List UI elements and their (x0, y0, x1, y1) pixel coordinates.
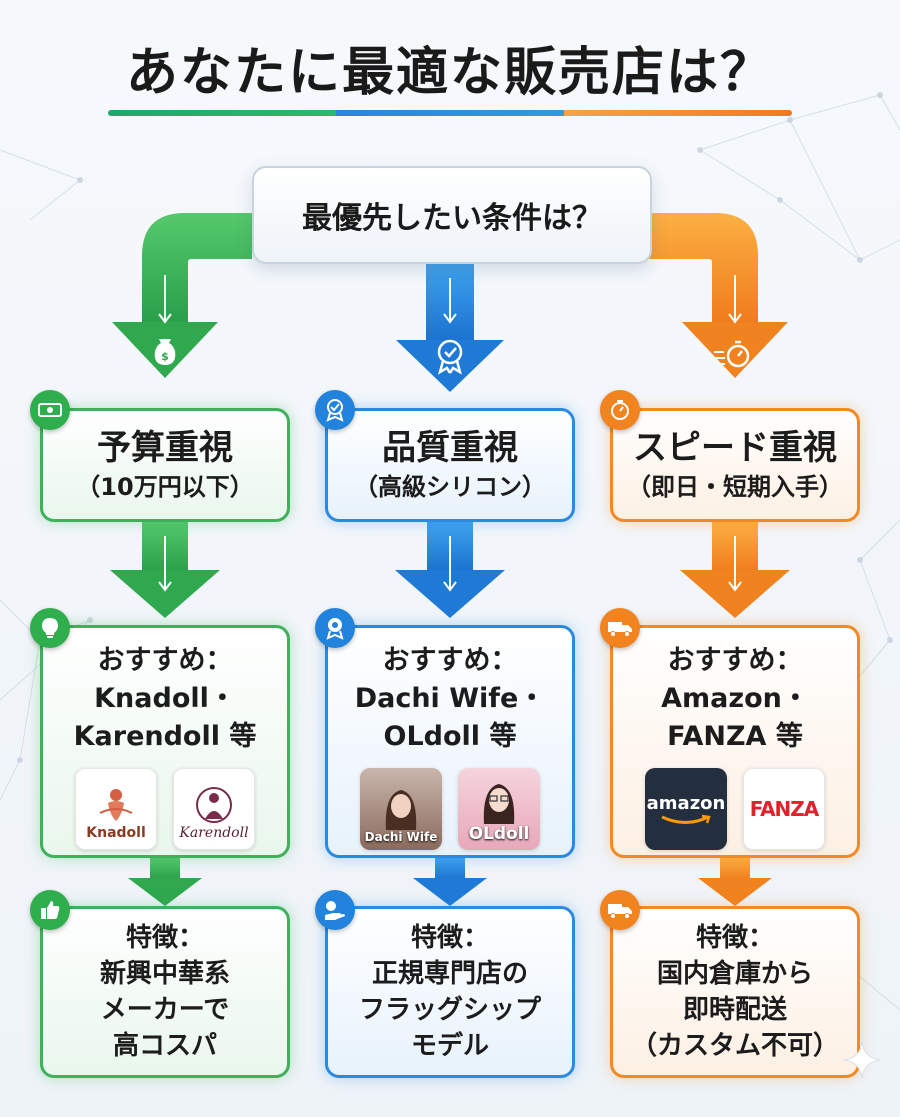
stopwatch-speed-icon (714, 340, 750, 368)
recommendation-label: おすすめ： (667, 645, 803, 676)
delivery-truck-icon (600, 608, 640, 648)
award-badge-icon (437, 339, 463, 375)
criterion-subtitle: （10万円以下） (76, 473, 254, 501)
feature-label: 特徴： (695, 923, 774, 953)
feature-line-3: 高コスパ (112, 1031, 217, 1061)
arrow-quality-to-feature (413, 858, 487, 906)
recommendation-label: おすすめ： (97, 645, 233, 676)
page-title: あなたに最適な販売店は？ (125, 43, 774, 103)
delivery-truck-icon (600, 890, 640, 930)
arrow-question-to-speed (648, 213, 788, 378)
criterion-subtitle: （高級シリコン） (354, 473, 546, 501)
feature-box-quality: 特徴： 正規専門店の フラッグシップ モデル (325, 906, 575, 1078)
feature-label: 特徴： (125, 923, 204, 953)
arrow-question-to-budget (112, 213, 252, 378)
feature-label: 特徴： (410, 923, 489, 953)
ribbon-flower-icon (315, 608, 355, 648)
criterion-box-speed: スピード重視 （即日・短期入手） (610, 408, 860, 522)
knadoll-logo: Knadoll (75, 768, 157, 850)
criterion-title: 予算重視 (97, 428, 233, 468)
dachi-wife-logo: Dachi Wife (360, 768, 442, 850)
arrow-budget-to-rec (110, 522, 220, 618)
feature-line-1: 新興中華系 (99, 959, 230, 989)
fanza-logo: FANZA (743, 768, 825, 850)
fanza-logo-text: FANZA (749, 797, 820, 821)
dachi-wife-portrait-icon (385, 790, 417, 830)
feature-line-2: メーカーで (100, 995, 230, 1025)
recommendation-shops-line-2: FANZA 等 (667, 721, 803, 752)
feature-line-3: モデル (410, 1031, 489, 1061)
stopwatch-icon (600, 390, 640, 430)
oldoll-logo-text: OLdoll (468, 824, 530, 844)
feature-line-3: （カスタム不可） (630, 1031, 839, 1061)
recommendation-box-budget: おすすめ： Knadoll・ Karendoll 等 Knadoll Karen… (40, 625, 290, 858)
money-hand-icon (315, 890, 355, 930)
title-gradient-rule (108, 110, 792, 116)
oldoll-logo: OLdoll (458, 768, 540, 850)
arrow-speed-to-feature (698, 858, 772, 906)
criterion-title: スピード重視 (633, 428, 837, 468)
svg-text:$: $ (161, 350, 169, 363)
oldoll-portrait-icon (483, 784, 515, 824)
recommendation-shops-line-1: Amazon・ (661, 683, 809, 714)
feature-line-1: 国内倉庫から (656, 959, 813, 989)
feature-box-speed: 特徴： 国内倉庫から 即時配送 （カスタム不可） (610, 906, 860, 1078)
quality-badge-icon (315, 390, 355, 430)
arrow-speed-to-rec (680, 522, 790, 618)
criterion-title: 品質重視 (382, 428, 518, 468)
money-icon (30, 390, 70, 430)
question-box: 最優先したい条件は？ (252, 166, 652, 264)
amazon-logo-text: amazon (646, 792, 726, 814)
arrow-quality-to-rec (395, 522, 505, 618)
amazon-logo: amazon (645, 768, 727, 850)
recommendation-shops-line-1: Dachi Wife・ (354, 683, 546, 714)
recommendation-shops-line-2: Karendoll 等 (73, 721, 257, 752)
dachi-wife-logo-text: Dachi Wife (364, 830, 438, 844)
recommendation-shops-line-2: OLdoll 等 (383, 721, 517, 752)
karendoll-logo-text: Karendoll (179, 825, 249, 841)
sparkle-icon (843, 1041, 881, 1079)
knadoll-figure-icon (99, 789, 133, 821)
money-bag-icon: $ (154, 339, 176, 365)
arrow-budget-to-feature (128, 858, 202, 906)
karendoll-figure-icon (196, 787, 232, 823)
feature-line-2: 即時配送 (682, 995, 787, 1025)
knadoll-logo-text: Knadoll (86, 825, 146, 841)
amazon-smile-icon (661, 814, 711, 824)
feature-box-budget: 特徴： 新興中華系 メーカーで 高コスパ (40, 906, 290, 1078)
criterion-box-quality: 品質重視 （高級シリコン） (325, 408, 575, 522)
feature-line-2: フラッグシップ (358, 995, 541, 1025)
criterion-box-budget: 予算重視 （10万円以下） (40, 408, 290, 522)
thumbs-up-icon (30, 890, 70, 930)
recommendation-shops-line-1: Knadoll・ (94, 683, 236, 714)
recommendation-box-quality: おすすめ： Dachi Wife・ OLdoll 等 Dachi Wife OL… (325, 625, 575, 858)
feature-line-1: 正規専門店の (371, 959, 528, 989)
arrow-question-to-quality (396, 262, 504, 392)
criterion-subtitle: （即日・短期入手） (627, 473, 843, 501)
recommendation-label: おすすめ： (382, 645, 518, 676)
recommendation-box-speed: おすすめ： Amazon・ FANZA 等 amazon FANZA (610, 625, 860, 858)
lightbulb-icon (30, 608, 70, 648)
karendoll-logo: Karendoll (173, 768, 255, 850)
